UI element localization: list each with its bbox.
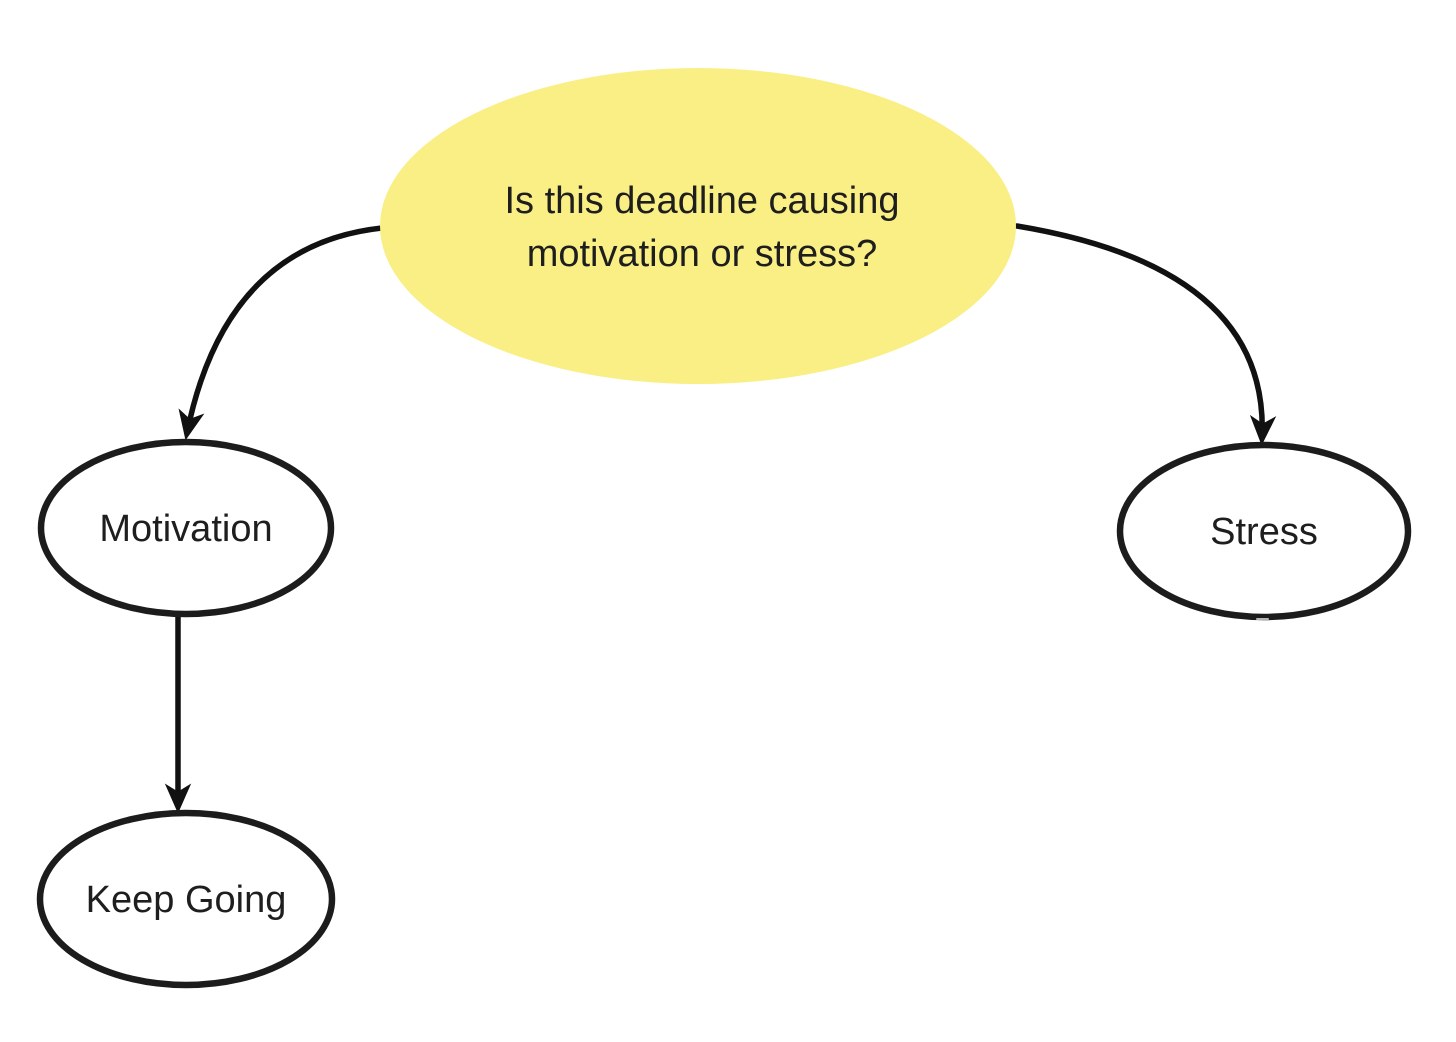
question-label-line1: Is this deadline causing — [504, 180, 899, 222]
motivation-node: Motivation — [37, 438, 335, 618]
stress-label: Stress — [1210, 511, 1318, 553]
question-label-line2: motivation or stress? — [527, 233, 878, 275]
motivation-ellipse — [37, 438, 335, 618]
stray-mark — [1256, 618, 1269, 620]
keep-going-node: Keep Going — [36, 809, 336, 989]
keep-going-label: Keep Going — [86, 879, 287, 921]
question-node: Is this deadline causing motivation or s… — [380, 68, 1016, 384]
keep-going-ellipse — [36, 809, 336, 989]
question-ellipse — [380, 68, 1016, 384]
edge-question-to-motivation — [178, 225, 385, 441]
stress-node: Stress — [1116, 441, 1412, 621]
motivation-label: Motivation — [99, 508, 272, 550]
stress-ellipse — [1116, 441, 1412, 621]
edge-question-to-stress — [1014, 223, 1277, 446]
